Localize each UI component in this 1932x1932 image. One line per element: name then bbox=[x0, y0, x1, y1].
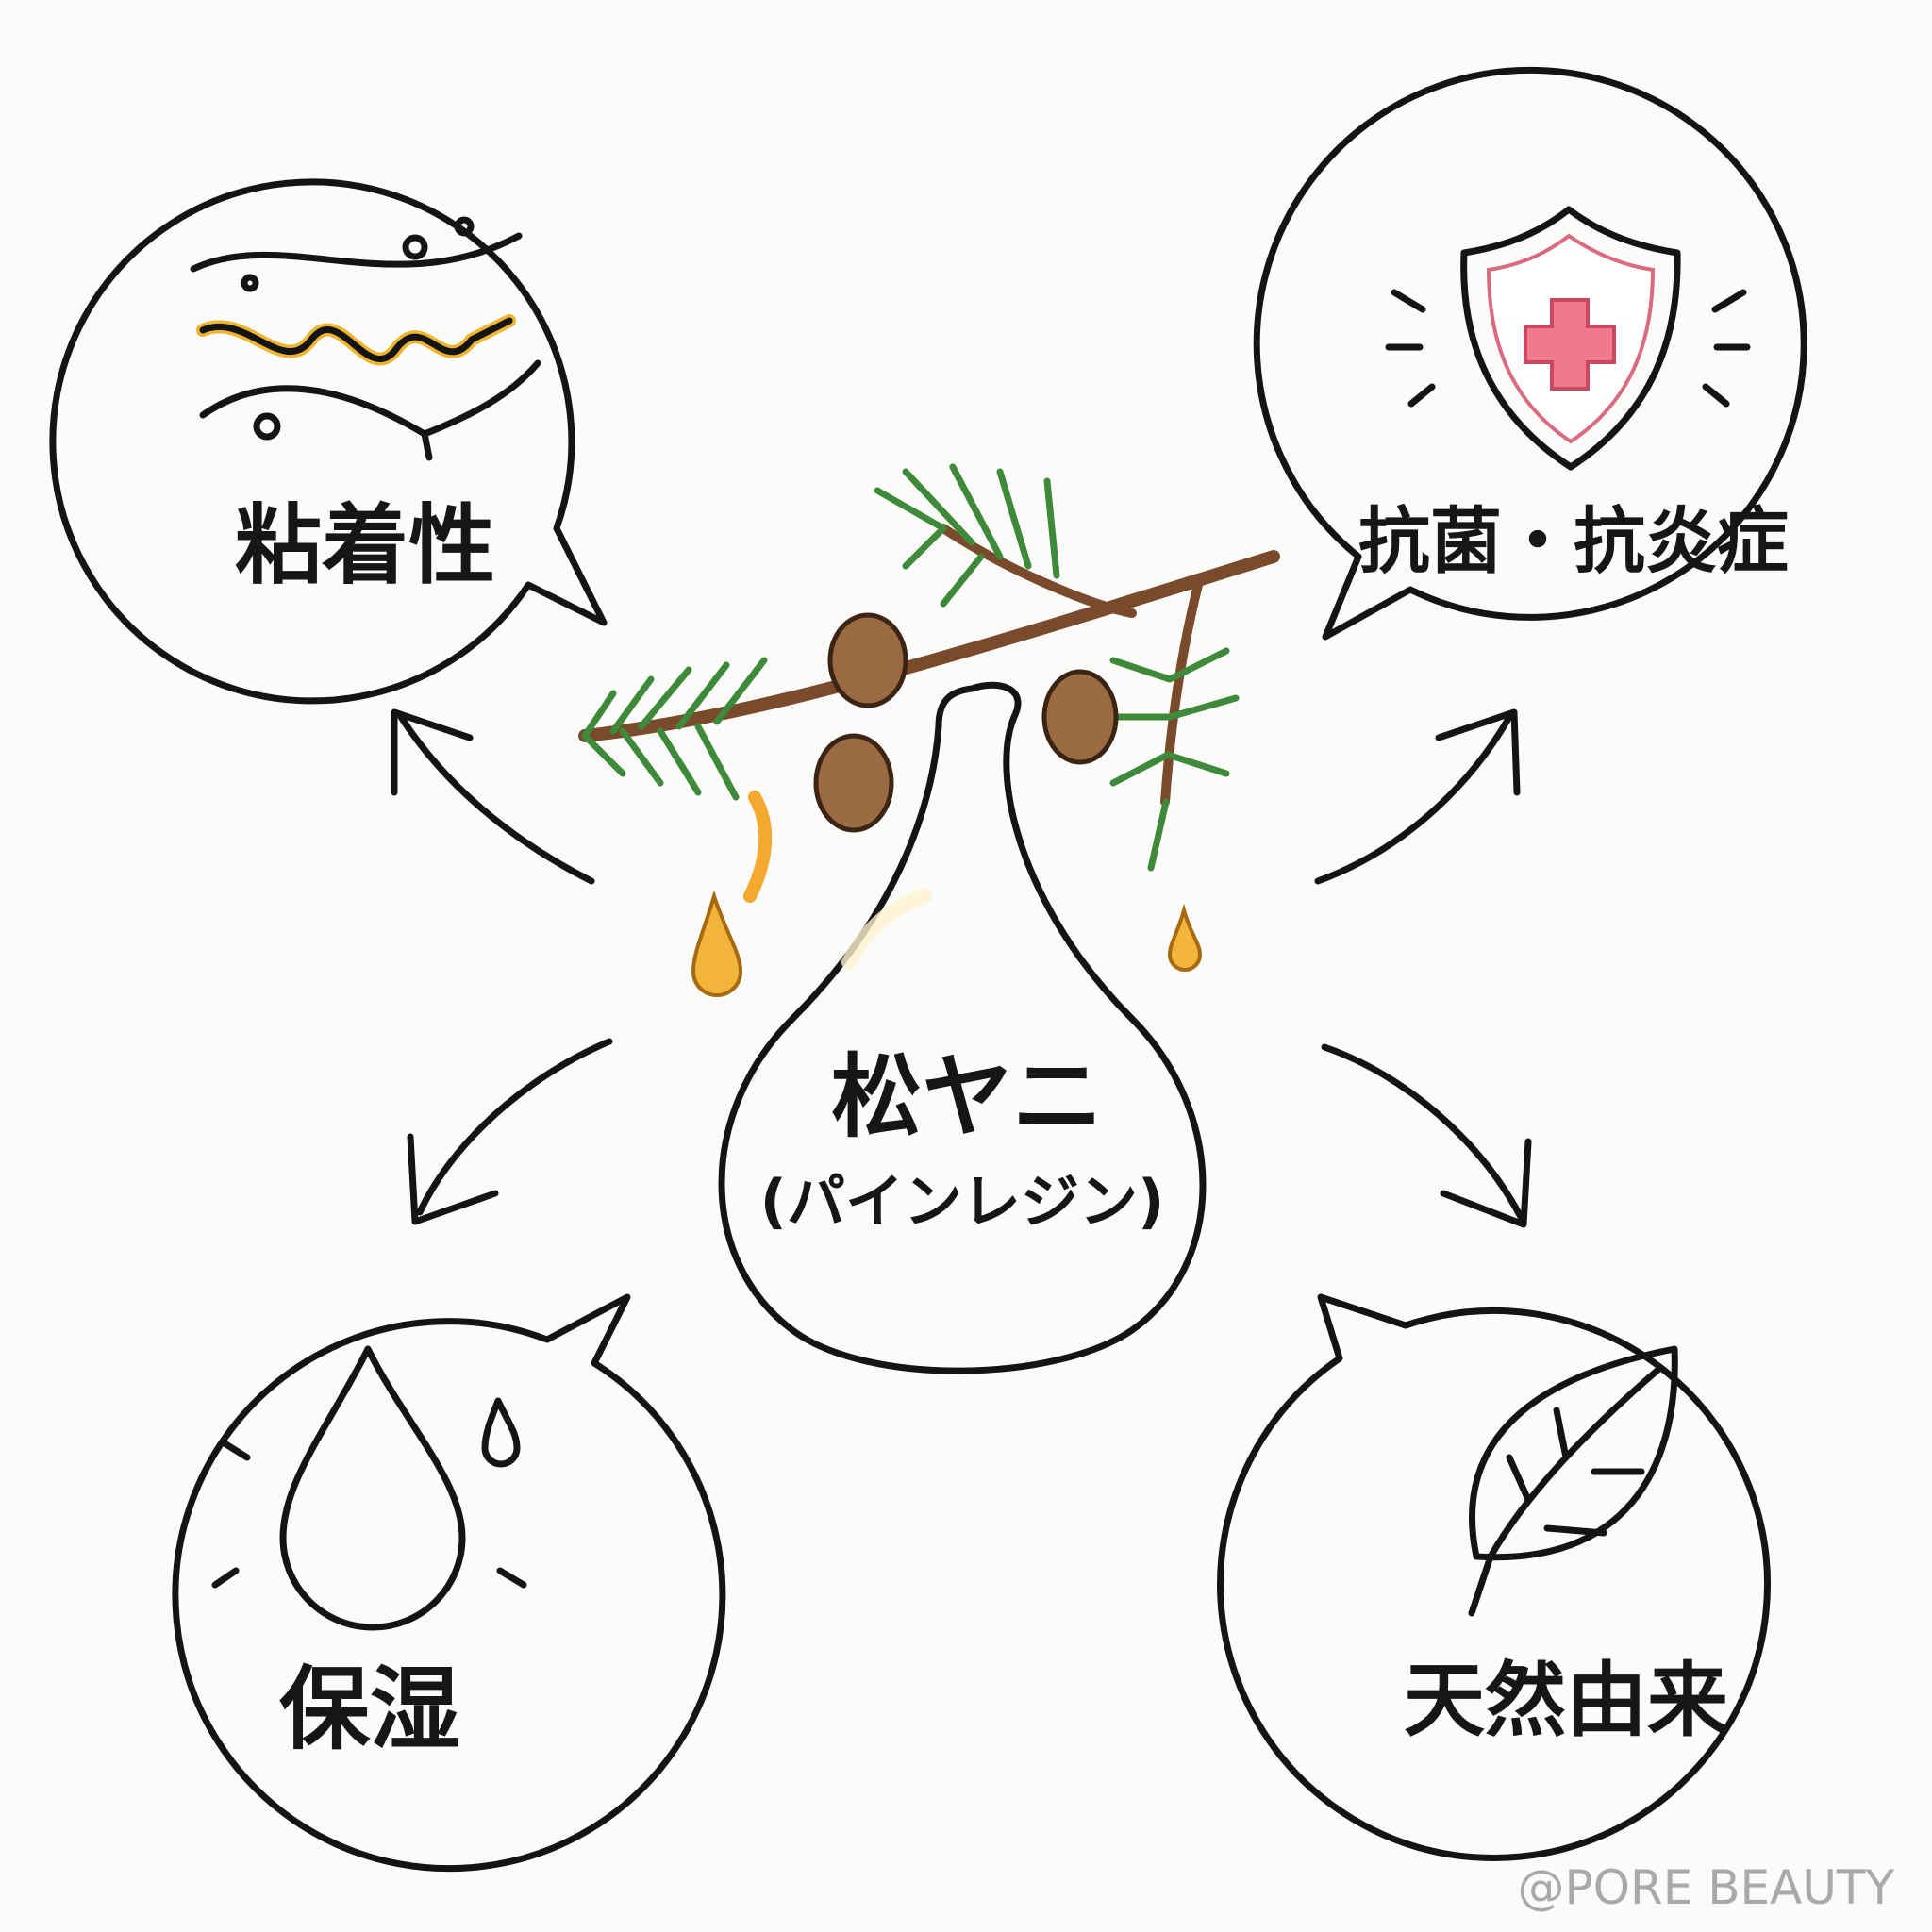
benefit-bubble-natural-origin: 天然由来 bbox=[1217, 1293, 1771, 1862]
benefit-bubble-antibacterial: 抗菌・抗炎症 bbox=[1253, 66, 1807, 641]
benefit-label: 抗菌・抗炎症 bbox=[1358, 499, 1789, 583]
center-title: 松ヤニ bbox=[831, 1044, 1103, 1150]
arrow-to-adhesion bbox=[391, 708, 595, 885]
pine-resin-drop: 松ヤニ (パインレジン) bbox=[691, 681, 1207, 1374]
pine-cone-icon bbox=[813, 612, 1119, 833]
speech-bubble bbox=[49, 178, 608, 705]
benefit-label: 保湿 bbox=[279, 1657, 460, 1762]
speech-bubble bbox=[1217, 1293, 1771, 1862]
speech-bubble bbox=[172, 1293, 726, 1873]
pine-branch-illustration bbox=[578, 463, 1280, 872]
arrow-to-natural-origin bbox=[1321, 1043, 1532, 1228]
benefit-bubble-moisturizing: 保湿 bbox=[172, 1293, 726, 1873]
benefit-label: 粘着性 bbox=[235, 495, 495, 596]
shield-cross-icon bbox=[1385, 206, 1751, 471]
benefit-label: 天然由来 bbox=[1404, 1654, 1728, 1748]
water-drop-icon bbox=[211, 1345, 527, 1631]
speech-bubble bbox=[1253, 66, 1807, 641]
center-subtitle: (パインレジン) bbox=[760, 1167, 1165, 1236]
leaf-icon bbox=[1468, 1345, 1678, 1617]
watermark: @PORE BEAUTY bbox=[1517, 1860, 1894, 1915]
arrows bbox=[391, 708, 1532, 1228]
arrow-to-antibacterial bbox=[1314, 708, 1521, 885]
benefit-bubble-adhesion: 粘着性 bbox=[49, 178, 608, 705]
arrow-to-moisturizing bbox=[407, 1038, 613, 1225]
honey-drip-icon bbox=[190, 216, 541, 461]
